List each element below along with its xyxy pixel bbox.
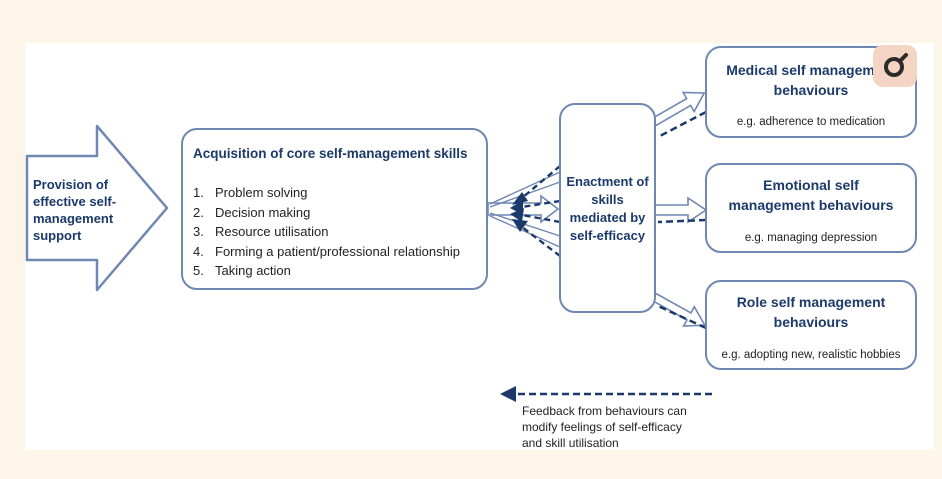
emotional-outcome-box: Emotional self management behaviours e.g… <box>705 163 917 253</box>
acquisition-box: Acquisition of core self-management skil… <box>181 128 488 290</box>
list-item: 1.Problem solving <box>193 185 308 200</box>
emotional-example: e.g. managing depression <box>744 232 878 244</box>
skills-list: 1.Problem solving 2.Decision making 3.Re… <box>193 185 460 283</box>
list-item: 4.Forming a patient/professional relatio… <box>193 243 460 259</box>
feedback-arrowhead-4 <box>512 219 528 232</box>
provision-label: Provision of effective self-management s… <box>33 177 117 243</box>
list-item: 2.Decision making <box>193 204 311 220</box>
feedback-fan-line-3 <box>521 213 561 224</box>
medical-title: Medical self management behaviours <box>726 62 896 98</box>
feedback-arrowhead-3 <box>510 208 524 222</box>
acquisition-title: Acquisition of core self-management skil… <box>193 146 468 161</box>
medical-outcome-box: Medical self management behaviours e.g. … <box>705 46 917 138</box>
legend-arrowhead <box>500 386 516 402</box>
emotional-title: Emotional self management behaviours <box>728 177 894 213</box>
feedback-legend: Feedback from behaviours can modify feel… <box>522 404 687 450</box>
feedback-fan-line-4 <box>521 226 561 257</box>
list-item: 3.Resource utilisation <box>193 224 329 239</box>
feedback-emotional-line <box>657 218 707 224</box>
medical-example: e.g. adherence to medication <box>736 116 886 128</box>
feedback-fan-line-1 <box>521 165 561 199</box>
list-item: 5.Taking action <box>193 263 291 278</box>
enactment-to-emotional-arrow <box>654 196 708 224</box>
magnifier-icon <box>884 53 908 77</box>
role-outcome-box: Role self management behaviours e.g. ado… <box>705 280 917 370</box>
role-title: Role self management behaviours <box>736 294 886 330</box>
enactment-to-medical-arrow <box>650 91 706 127</box>
zoom-button[interactable] <box>873 45 917 87</box>
feedback-medical-line <box>657 110 707 139</box>
feedback-arrowhead-1 <box>512 192 528 205</box>
feedback-role-line <box>657 304 707 330</box>
provision-arrow <box>25 124 169 292</box>
role-example: e.g. adopting new, realistic hobbies <box>721 349 901 361</box>
enactment-to-role-arrow <box>650 292 707 327</box>
enactment-label: Enactment of skills mediated by self-eff… <box>566 174 649 243</box>
feedback-fan-line-2 <box>521 199 561 209</box>
enactment-box: Enactment of skills mediated by self-eff… <box>559 103 656 313</box>
